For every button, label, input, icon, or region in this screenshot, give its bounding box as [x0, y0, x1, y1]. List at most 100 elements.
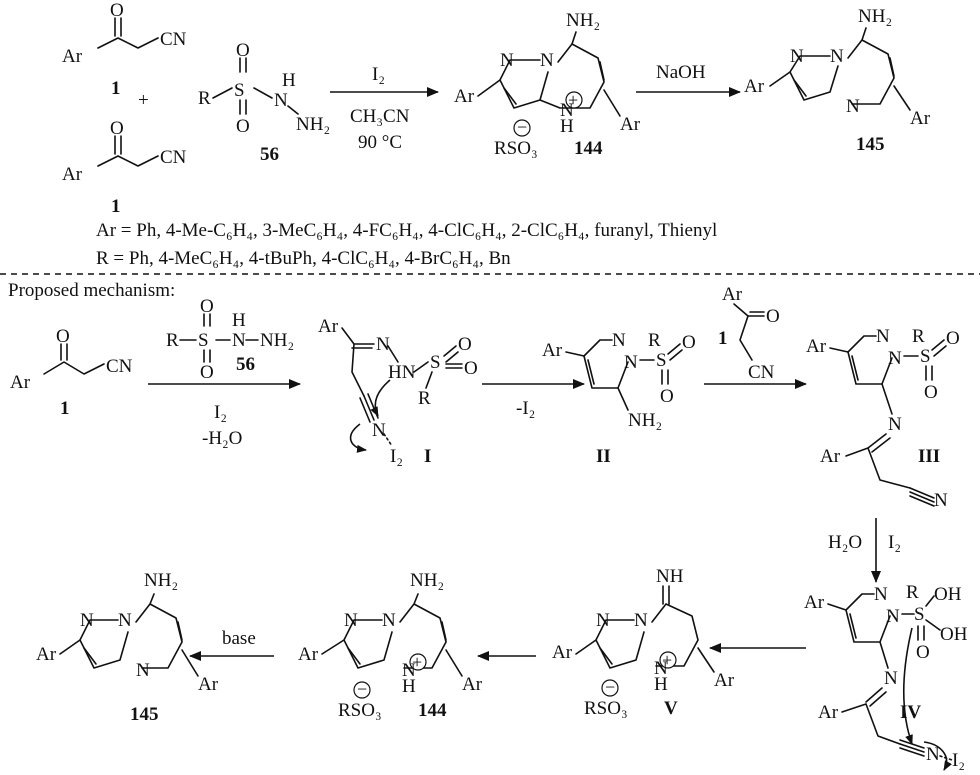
counter-ion-rso3: RSO₃	[584, 698, 628, 719]
atom-nh2: NH₂	[296, 114, 330, 135]
atom-h: H	[654, 674, 668, 695]
reagent-56-mech: R S O O N H NH₂ 56	[166, 296, 294, 383]
atom-n: N	[790, 46, 804, 67]
compound-label-V: V	[664, 698, 678, 719]
atom-s: S	[914, 604, 925, 625]
compound-label-144: 144	[418, 700, 447, 721]
atom-n: N	[372, 420, 386, 441]
intermediate-IV: Ar N N S R OH OH O N Ar N I₂ IV	[804, 582, 968, 771]
plus-sign: +	[138, 90, 149, 111]
atom-cn: CN	[160, 147, 187, 168]
intermediate-III: Ar N N S R O O N Ar N III	[806, 326, 960, 511]
atom-o: O	[236, 116, 250, 137]
atom-r: R	[166, 330, 179, 351]
atom-n: N	[654, 658, 668, 679]
atom-n: N	[624, 352, 638, 373]
atom-o: O	[766, 306, 780, 327]
compound-label-III: III	[918, 446, 940, 467]
atom-ar: Ar	[910, 108, 931, 129]
compound-label-II: II	[596, 446, 611, 467]
compound-label-56: 56	[236, 354, 255, 375]
atom-n: N	[888, 348, 902, 369]
atom-i2: I₂	[390, 446, 403, 467]
charge-symbol: +	[568, 90, 578, 110]
atom-o: O	[946, 328, 960, 349]
atom-nh2: NH₂	[628, 410, 662, 431]
atom-hn: HN	[388, 362, 416, 383]
intermediate-II: Ar N N S R O O NH₂ II	[542, 330, 696, 467]
atom-cn: CN	[106, 356, 133, 377]
atom-n: N	[232, 330, 246, 351]
reagent-1-mech: Ar O 1 CN	[718, 284, 780, 383]
atom-o: O	[200, 362, 214, 383]
atom-o: O	[56, 326, 70, 347]
atom-n: N	[634, 610, 648, 631]
atom-n: N	[874, 584, 888, 605]
compound-label-144: 144	[574, 138, 603, 159]
atom-ar: Ar	[620, 114, 641, 135]
atom-oh: OH	[940, 624, 968, 645]
atom-r: R	[198, 88, 211, 109]
compound-145-top: Ar N N N NH₂ Ar 145	[744, 6, 931, 155]
counter-ion-rso3: RSO₃	[494, 138, 538, 159]
reagent-i2: I₂	[372, 64, 385, 85]
compound-label-56: 56	[260, 144, 279, 165]
atom-h: H	[232, 310, 246, 331]
compound-label-1: 1	[60, 398, 70, 419]
atom-n: N	[612, 330, 626, 351]
atom-n: N	[884, 668, 898, 689]
atom-oh: OH	[934, 584, 962, 605]
atom-ar: Ar	[806, 336, 827, 357]
reagent-base: base	[222, 628, 256, 649]
atom-n: N	[934, 490, 948, 511]
atom-n: N	[344, 610, 358, 631]
reagent-i2: I₂	[214, 402, 227, 423]
compound-label-1: 1	[111, 196, 121, 217]
compound-144-top: Ar N N NH₂ + H N Ar − RSO₃ 144	[454, 10, 641, 159]
r-substituent-list: R = Ph, 4-MeC₆H₄, 4-tBuPh, 4-ClC₆H₄, 4-B…	[96, 248, 511, 269]
compound-1-lower: O Ar CN 1	[62, 118, 187, 217]
atom-ar: Ar	[818, 702, 839, 723]
compound-label-145: 145	[856, 134, 885, 155]
atom-r: R	[912, 326, 925, 347]
atom-o: O	[110, 118, 124, 139]
atom-ar: Ar	[198, 674, 219, 695]
atom-nh2: NH₂	[858, 6, 892, 27]
atom-nh2: NH₂	[410, 570, 444, 591]
reagent-i2: I₂	[888, 532, 901, 553]
atom-o: O	[200, 296, 214, 317]
compound-1-mech: O Ar CN 1	[10, 326, 133, 419]
atom-ar: Ar	[714, 670, 735, 691]
atom-r: R	[418, 388, 431, 409]
atom-o: O	[464, 358, 478, 379]
atom-ar: Ar	[62, 46, 83, 67]
atom-n: N	[596, 610, 610, 631]
atom-r: R	[906, 582, 919, 603]
atom-s: S	[430, 352, 441, 373]
atom-r: R	[648, 330, 661, 351]
compound-56: R S O O N H NH₂ 56	[198, 40, 330, 165]
atom-o: O	[682, 332, 696, 353]
atom-cn: CN	[748, 362, 775, 383]
atom-s: S	[234, 80, 245, 101]
atom-nh2: NH₂	[566, 10, 600, 31]
mechanism-title: Proposed mechanism:	[8, 280, 175, 301]
atom-o: O	[924, 382, 938, 403]
charge-symbol: +	[662, 650, 672, 670]
compound-label-145: 145	[130, 704, 159, 725]
atom-i2: I₂	[952, 750, 965, 771]
atom-n: N	[80, 610, 94, 631]
atom-n: N	[560, 100, 574, 121]
atom-n: N	[382, 610, 396, 631]
atom-o: O	[916, 642, 930, 663]
atom-o: O	[236, 40, 250, 61]
loss-of-iodine: -I₂	[516, 398, 535, 419]
compound-label-1: 1	[718, 328, 728, 349]
atom-s: S	[656, 350, 667, 371]
solvent-ch3cn: CH₃CN	[350, 106, 410, 127]
atom-nh2: NH₂	[260, 330, 294, 351]
charge-symbol: −	[357, 679, 367, 699]
atom-ar: Ar	[542, 340, 563, 361]
atom-h: H	[402, 676, 416, 697]
